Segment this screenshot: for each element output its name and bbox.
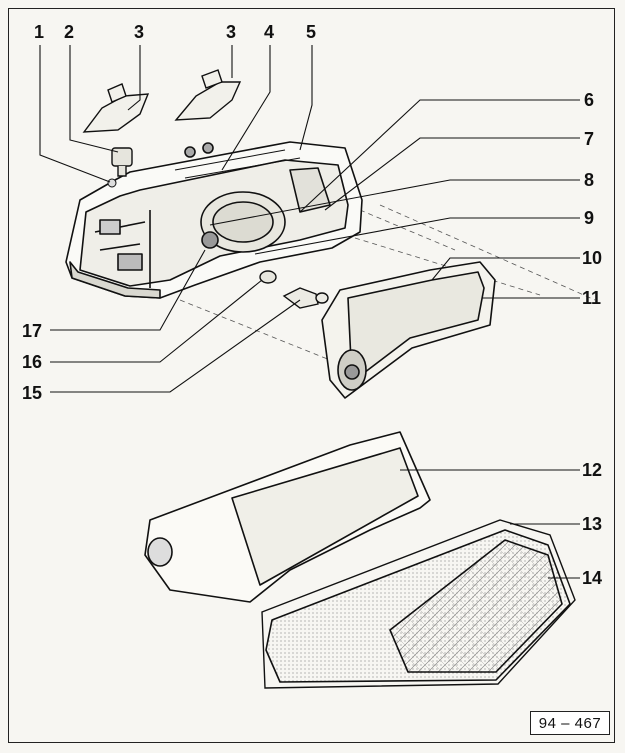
- callout-12: 12: [582, 460, 602, 480]
- halogen-bulb-15: [282, 287, 329, 309]
- callout-11: 11: [582, 288, 601, 308]
- figure-frame: [8, 8, 615, 743]
- figure-reference-number: 94 – 467: [530, 711, 610, 735]
- callout-2: 2: [64, 22, 74, 42]
- clip-1: [107, 178, 117, 188]
- callout-6: 6: [584, 90, 594, 110]
- reflector-housing-11: [321, 261, 496, 399]
- callout-8: 8: [584, 170, 594, 190]
- bulb-cover-3b: [174, 69, 242, 121]
- rear-housing-12: [144, 431, 431, 603]
- callout-5: 5: [306, 22, 316, 42]
- callout-labels: 1 2 3 3 4 5 6 7 8 9 10 11 12 13 14 15 16…: [22, 22, 602, 588]
- small-bulb-2: [111, 147, 133, 177]
- bulb-holder-16: [259, 270, 277, 284]
- callout-3b: 3: [226, 22, 236, 42]
- callout-7: 7: [584, 129, 594, 149]
- callout-4: 4: [264, 22, 274, 42]
- lens-14: [265, 529, 571, 683]
- callout-16: 16: [22, 352, 42, 372]
- callout-3a: 3: [134, 22, 144, 42]
- callout-14: 14: [582, 568, 602, 588]
- callout-10: 10: [582, 248, 602, 268]
- bulb-cover-3a: [82, 83, 150, 133]
- callout-1: 1: [34, 22, 44, 42]
- assembly-guide-lines: [179, 204, 596, 361]
- headlight-housing: [65, 141, 363, 299]
- callout-13: 13: [582, 514, 602, 534]
- callout-9: 9: [584, 208, 594, 228]
- callout-15: 15: [22, 383, 42, 403]
- callout-17: 17: [22, 321, 42, 341]
- gasket-13: [261, 519, 576, 689]
- leader-lines: [39, 45, 580, 579]
